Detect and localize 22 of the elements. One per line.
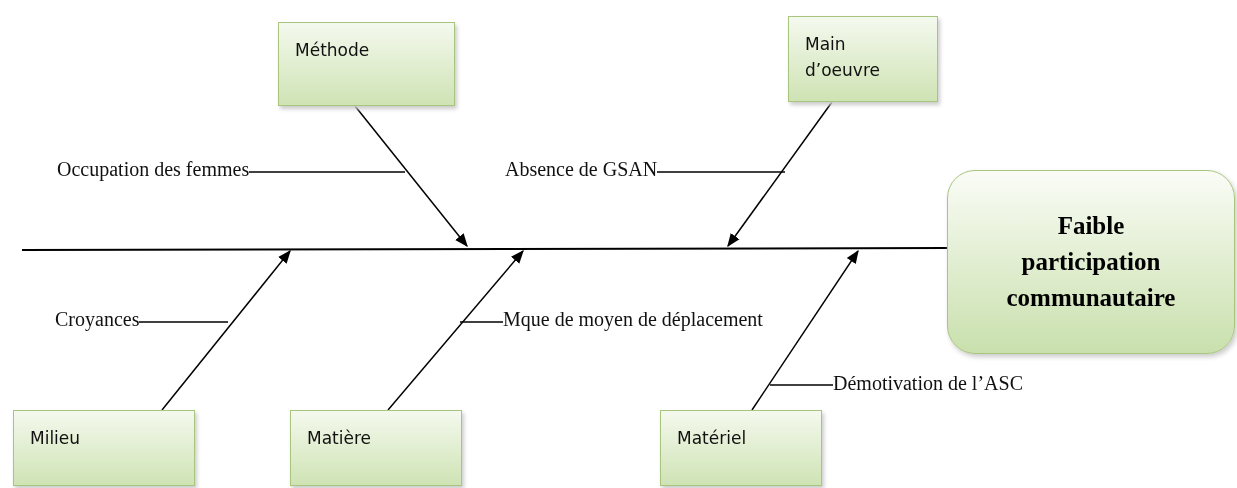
category-box: Matière bbox=[290, 410, 462, 486]
spine-line bbox=[21, 247, 948, 251]
leader-line bbox=[656, 171, 786, 173]
leader-line bbox=[248, 171, 406, 173]
category-box: Main d’oeuvre bbox=[788, 16, 938, 102]
arrow bbox=[751, 249, 859, 411]
category-box: Matériel bbox=[660, 410, 822, 486]
effect-box: Faible participation communautaire bbox=[947, 170, 1235, 354]
leader-line bbox=[138, 321, 229, 323]
leader-line bbox=[769, 384, 834, 386]
cause-label: Mque de moyen de déplacement bbox=[503, 308, 763, 331]
cause-label: Occupation des femmes bbox=[57, 158, 250, 181]
cause-label: Absence de GSAN bbox=[505, 158, 658, 181]
arrow bbox=[387, 249, 524, 411]
cause-label: Croyances bbox=[55, 308, 140, 331]
category-box: Méthode bbox=[278, 22, 455, 106]
arrow bbox=[354, 105, 468, 248]
arrow bbox=[727, 101, 833, 248]
cause-label: Démotivation de l’ASC bbox=[833, 372, 1023, 395]
arrow bbox=[161, 249, 291, 411]
leader-line bbox=[459, 321, 504, 323]
category-box: Milieu bbox=[13, 410, 195, 486]
